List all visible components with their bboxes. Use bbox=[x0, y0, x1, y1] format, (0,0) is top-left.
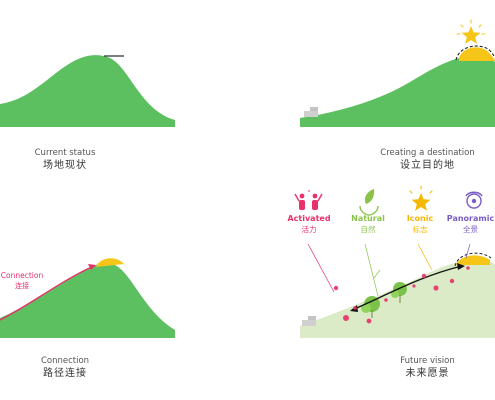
vision-arrow-end bbox=[457, 263, 465, 270]
caption-zh: 未来愿景 bbox=[405, 368, 450, 379]
legend-en: Natural bbox=[351, 214, 385, 223]
star-icon bbox=[461, 26, 481, 44]
caption-current-status: Current status 场地现状 bbox=[0, 147, 130, 173]
panorama-eye-icon bbox=[465, 191, 483, 209]
legend-en: Activated bbox=[287, 214, 331, 223]
caption-zh: 设立目的地 bbox=[400, 160, 455, 171]
path-label-en: Connection bbox=[0, 271, 44, 280]
hill-shape bbox=[0, 55, 175, 127]
panel-connection bbox=[0, 258, 175, 338]
caption-zh: 路径连接 bbox=[43, 368, 87, 379]
hill-light-shape bbox=[300, 259, 495, 338]
caption-connection: Connection 路径连接 bbox=[0, 355, 130, 381]
building-icon bbox=[302, 320, 316, 326]
dome-outline bbox=[455, 45, 495, 61]
star-burst-icon bbox=[409, 185, 433, 211]
legend-activated: Activated 活力 bbox=[286, 213, 332, 235]
caption-en: Future vision bbox=[400, 356, 455, 366]
caption-en: Current status bbox=[34, 148, 96, 158]
panel-creating-destination bbox=[300, 19, 495, 128]
connection-path-label: Connection 连接 bbox=[0, 270, 44, 292]
dome-outline bbox=[454, 252, 492, 267]
legend-zh: 自然 bbox=[360, 225, 376, 234]
panel-future-vision bbox=[294, 185, 495, 338]
legend-zh: 活力 bbox=[301, 225, 317, 234]
building-icon bbox=[304, 111, 318, 117]
legend-panoramic: Panoramic 全景 bbox=[446, 213, 495, 235]
building-icon bbox=[310, 107, 318, 111]
caption-creating-destination: Creating a destination 设立目的地 bbox=[360, 147, 495, 173]
caption-zh: 场地现状 bbox=[43, 160, 87, 171]
caption-future-vision: Future vision 未来愿景 bbox=[360, 355, 495, 381]
caption-en: Connection bbox=[40, 356, 90, 366]
panel-current-status bbox=[0, 55, 175, 127]
hands-leaf-icon bbox=[359, 189, 379, 216]
legend-iconic: Iconic 标志 bbox=[397, 213, 443, 235]
legend-en: Iconic bbox=[406, 214, 434, 223]
destination-dome bbox=[459, 47, 495, 61]
legend-zh: 标志 bbox=[412, 225, 428, 234]
activity-dots bbox=[333, 266, 470, 324]
hill-shape bbox=[0, 263, 175, 338]
leader-lines bbox=[307, 243, 471, 297]
legend-en: Panoramic bbox=[446, 214, 495, 223]
connection-path bbox=[0, 265, 95, 321]
destination-dome bbox=[456, 255, 490, 265]
legend-natural: Natural 自然 bbox=[345, 213, 391, 235]
people-cheer-icon bbox=[294, 190, 323, 210]
path-arrowhead bbox=[88, 264, 96, 270]
hill-shape bbox=[300, 55, 495, 128]
vision-path bbox=[351, 265, 463, 311]
destination-dome bbox=[96, 258, 124, 267]
caption-en: Creating a destination bbox=[380, 148, 475, 158]
trees bbox=[361, 282, 407, 318]
building-icon bbox=[308, 316, 316, 320]
star-rays bbox=[456, 19, 486, 35]
legend-zh: 全景 bbox=[463, 225, 478, 234]
path-label-zh: 连接 bbox=[15, 282, 29, 290]
